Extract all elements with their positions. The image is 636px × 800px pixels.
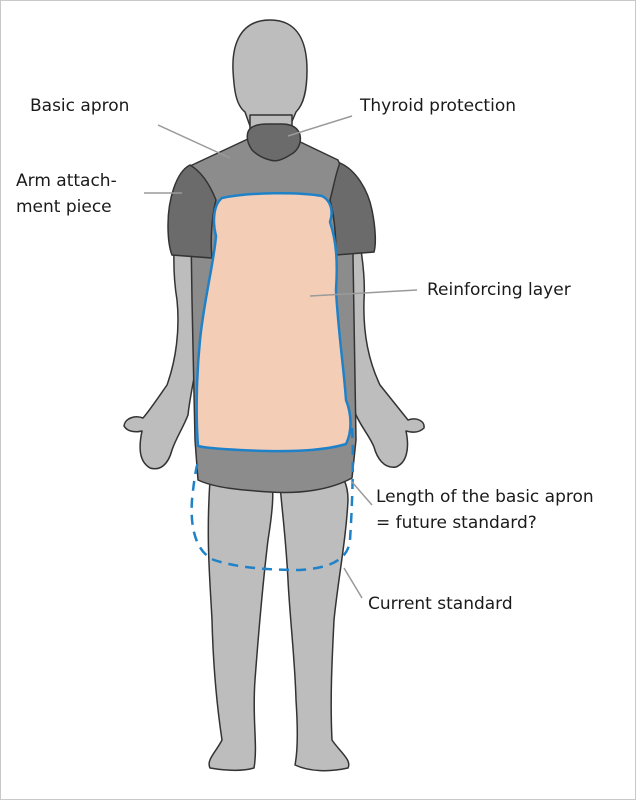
label-arm-attachment-line2: ment piece xyxy=(16,197,112,217)
label-reinforcing-layer-text: Reinforcing layer xyxy=(427,280,571,300)
right-leg xyxy=(279,479,350,772)
label-current-standard: Current standard xyxy=(368,592,513,616)
leader-lines xyxy=(144,115,418,599)
leader-basic-apron xyxy=(157,124,231,159)
label-thyroid-protection-text: Thyroid protection xyxy=(360,96,516,116)
label-basic-apron-text: Basic apron xyxy=(30,96,130,116)
label-length-line1: Length of the basic apron xyxy=(376,487,594,507)
thyroid-collar xyxy=(246,123,302,162)
left-arm-attachment-piece xyxy=(167,164,217,259)
label-basic-apron: Basic apron xyxy=(30,94,129,118)
right-arm-attachment-piece xyxy=(329,162,377,256)
label-length-basic-apron: Length of the basic apron = future stand… xyxy=(376,484,594,536)
label-arm-attachment-piece: Arm attach- ment piece xyxy=(16,168,117,220)
label-arm-attachment-line1: Arm attach- xyxy=(16,171,117,191)
leader-reinforcing-layer xyxy=(309,289,418,297)
label-current-standard-text: Current standard xyxy=(368,594,513,614)
current-standard-outline xyxy=(190,427,355,572)
leader-length-basic-apron xyxy=(351,481,373,506)
head xyxy=(232,19,308,127)
label-reinforcing-layer: Reinforcing layer xyxy=(427,278,571,302)
reinforcing-layer xyxy=(195,191,352,453)
leader-thyroid-protection xyxy=(287,115,353,137)
label-thyroid-protection: Thyroid protection xyxy=(360,94,516,118)
left-leg xyxy=(207,479,274,772)
label-length-line2: = future standard? xyxy=(376,513,537,533)
leader-current-standard xyxy=(343,567,363,599)
